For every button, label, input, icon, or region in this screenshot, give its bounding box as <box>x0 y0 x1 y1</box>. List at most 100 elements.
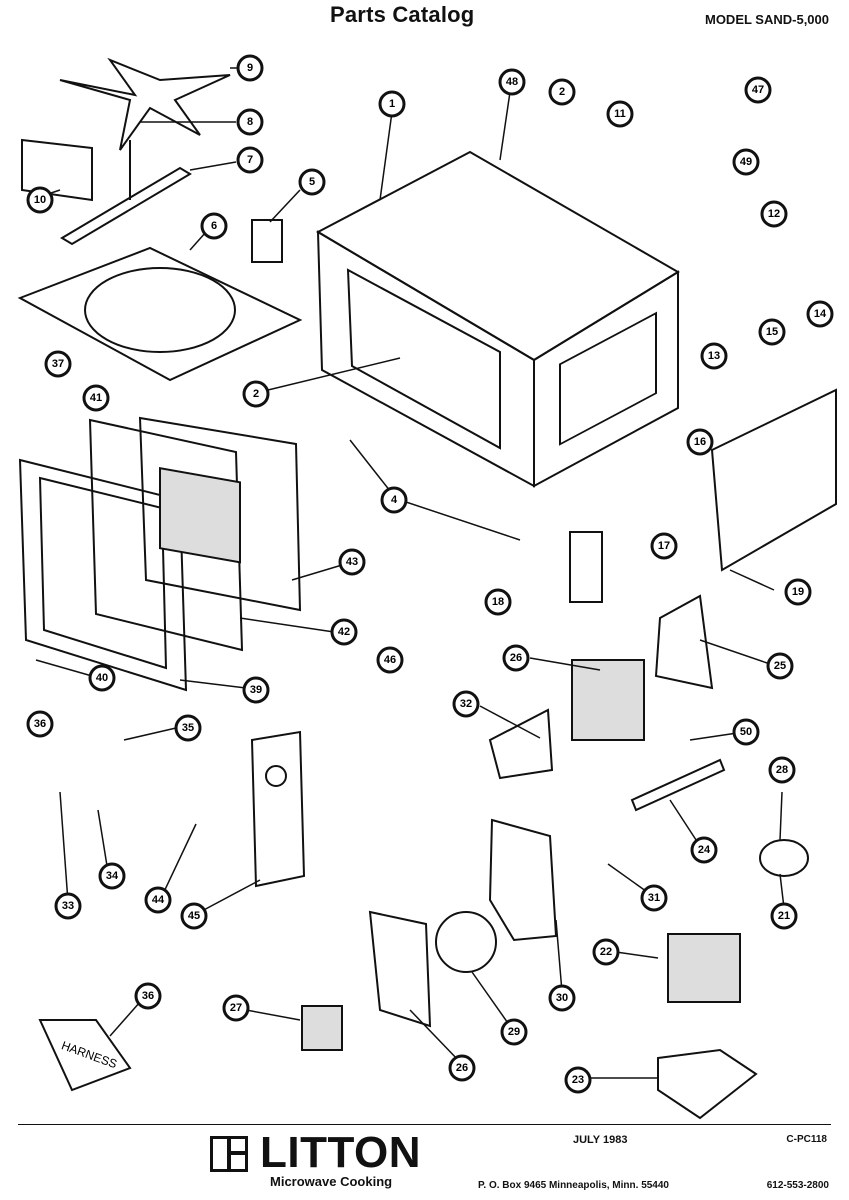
callout-42: 42 <box>330 618 358 646</box>
callout-23: 23 <box>564 1066 592 1094</box>
callout-number: 16 <box>694 436 706 448</box>
magnetron-part <box>571 659 645 741</box>
rail-7-part <box>60 166 192 246</box>
callout-22: 22 <box>592 938 620 966</box>
tray-6-part <box>17 246 303 382</box>
callout-39: 39 <box>242 676 270 704</box>
door-39-part <box>18 458 188 692</box>
callout-number: 5 <box>309 176 315 188</box>
brand-name: LITTON <box>260 1128 422 1177</box>
callout-number: 41 <box>90 392 102 404</box>
callout-50: 50 <box>732 718 760 746</box>
callout-44: 44 <box>144 886 172 914</box>
callout-number: 37 <box>52 358 64 370</box>
callout-number: 30 <box>556 992 568 1004</box>
callout-number: 7 <box>247 154 253 166</box>
callout-30: 30 <box>548 984 576 1012</box>
callout-25: 25 <box>766 652 794 680</box>
callout-number: 42 <box>338 626 350 638</box>
callout-number: 19 <box>792 586 804 598</box>
callout-number: 46 <box>384 654 396 666</box>
air-duct-part <box>654 594 714 690</box>
harness-label: HARNESS <box>60 1038 119 1071</box>
callout-36: 36 <box>26 710 54 738</box>
capacitor-part <box>759 839 809 877</box>
cabinet-part <box>315 150 680 488</box>
callout-number: 6 <box>211 220 217 232</box>
callout-number: 44 <box>152 894 165 906</box>
callout-38: 36 <box>134 982 162 1010</box>
callout-number: 12 <box>768 208 780 220</box>
transformer-part <box>667 933 741 1003</box>
callout-21: 21 <box>770 902 798 930</box>
callout-12: 12 <box>760 200 788 228</box>
callout-number: 48 <box>506 76 518 88</box>
callout-number: 40 <box>96 672 108 684</box>
catalog-date: JULY 1983 <box>573 1134 628 1146</box>
callout-48: 48 <box>498 68 526 96</box>
callout-number: 49 <box>740 156 752 168</box>
callout-number: 11 <box>614 108 626 120</box>
callout-18: 18 <box>484 588 512 616</box>
fan-wheel-part <box>435 911 497 973</box>
callout-24: 24 <box>690 836 718 864</box>
callout-41: 41 <box>82 384 110 412</box>
leader-lines <box>35 67 785 1079</box>
callout-2-top: 2 <box>548 78 576 106</box>
brand-subtitle: Microwave Cooking <box>270 1174 393 1189</box>
callout-number: 31 <box>648 892 660 904</box>
exploded-parts-diagram: HARNESS <box>17 54 837 1120</box>
callout-number: 1 <box>389 98 395 110</box>
door-42-part <box>88 418 244 652</box>
callout-27: 27 <box>222 994 250 1022</box>
panel-19-part <box>710 388 837 572</box>
callout-34: 34 <box>98 862 126 890</box>
callout-number: 47 <box>752 84 764 96</box>
callout-number: 33 <box>62 900 74 912</box>
bracket-24-part <box>630 758 726 812</box>
callout-32: 32 <box>452 690 480 718</box>
callout-number: 45 <box>188 910 200 922</box>
stirrer-fan-part <box>59 57 231 151</box>
callout-number: 2 <box>559 86 565 98</box>
callout-number: 14 <box>814 308 827 320</box>
harness-box-part: HARNESS <box>38 1019 132 1092</box>
callout-6: 6 <box>200 212 228 240</box>
litton-logo: LITTON Microwave Cooking <box>210 1128 450 1192</box>
duct-28-part <box>368 910 432 1028</box>
motor-part <box>301 1005 343 1051</box>
callout-37: 37 <box>44 350 72 378</box>
litton-mark-icon <box>210 1136 248 1172</box>
callout-number: 21 <box>778 910 790 922</box>
callout-number: 36 <box>34 718 46 730</box>
callout-number: 32 <box>460 698 472 710</box>
model-number: MODEL SAND-5,000 <box>704 12 829 27</box>
callout-5: 5 <box>298 168 326 196</box>
bracket-10-part <box>21 138 93 202</box>
callout-29: 29 <box>500 1018 528 1046</box>
plate-5-part <box>251 219 283 263</box>
callout-number: 15 <box>766 326 778 338</box>
page-title: Parts Catalog <box>330 2 475 27</box>
callout-43: 43 <box>338 548 366 576</box>
callout-number: 17 <box>658 540 670 552</box>
callout-19: 19 <box>784 578 812 606</box>
callout-13: 13 <box>700 342 728 370</box>
callout-number: 18 <box>492 596 504 608</box>
callout-number: 23 <box>572 1074 584 1086</box>
bracket-32-part <box>488 708 554 780</box>
callout-15: 15 <box>758 318 786 346</box>
callout-number: 22 <box>600 946 612 958</box>
callout-number: 9 <box>247 62 253 74</box>
callout-40: 40 <box>88 664 116 692</box>
callout-number: 35 <box>182 722 194 734</box>
callout-number: 25 <box>774 660 786 672</box>
blower-part <box>488 818 558 942</box>
callout-28-top: 28 <box>768 756 796 784</box>
control-panel-part <box>250 730 306 888</box>
callout-number: 2 <box>253 388 259 400</box>
callout-33: 33 <box>54 892 82 920</box>
callout-35: 35 <box>174 714 202 742</box>
callout-1: 1 <box>378 90 406 118</box>
callout-number: 50 <box>740 726 752 738</box>
